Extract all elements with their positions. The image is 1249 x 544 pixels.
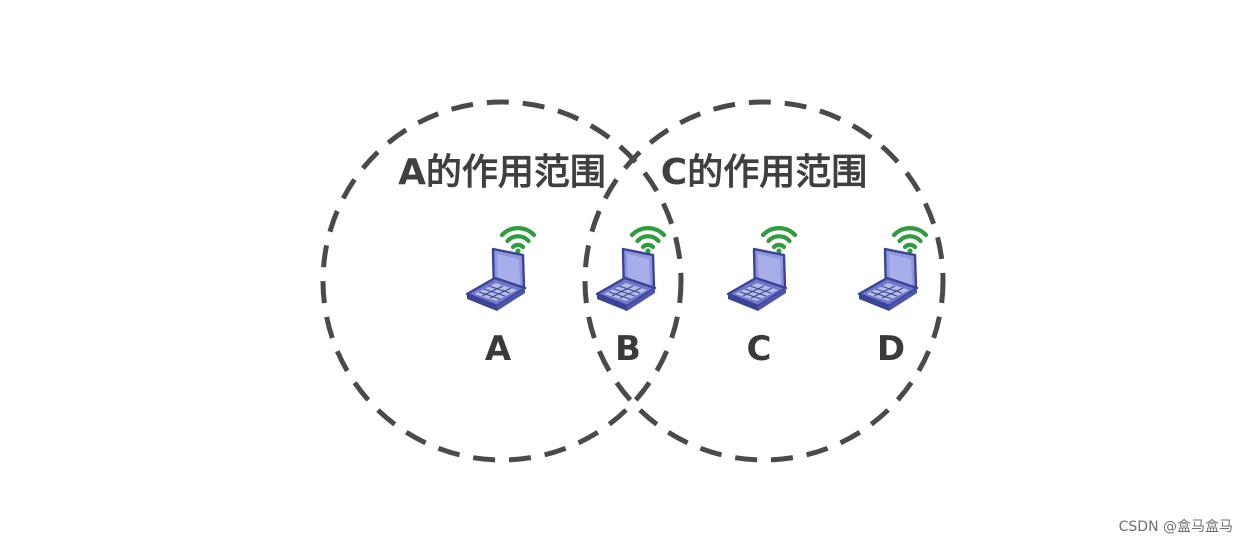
wifi-icon	[894, 228, 926, 254]
node-label-d: D	[877, 329, 905, 369]
node-d: D	[857, 228, 926, 369]
range-label-a: A的作用范围	[398, 152, 606, 193]
node-label-a: A	[485, 329, 512, 369]
wifi-icon	[502, 228, 534, 254]
node-a: A	[465, 228, 534, 369]
laptop-icon	[595, 247, 657, 313]
laptop-icon	[857, 247, 919, 313]
node-b: B	[595, 228, 664, 369]
range-circle-a	[320, 99, 684, 463]
range-label-c: C的作用范围	[661, 152, 867, 193]
node-label-c: C	[747, 329, 772, 369]
watermark: CSDN @盒马盒马	[1118, 519, 1233, 535]
wifi-icon	[763, 228, 795, 254]
node-label-b: B	[615, 329, 641, 369]
laptop-icon	[726, 247, 788, 313]
range-circle-c	[582, 99, 946, 463]
wifi-icon	[632, 228, 664, 254]
laptop-icon	[465, 247, 527, 313]
node-c: C	[726, 228, 795, 369]
